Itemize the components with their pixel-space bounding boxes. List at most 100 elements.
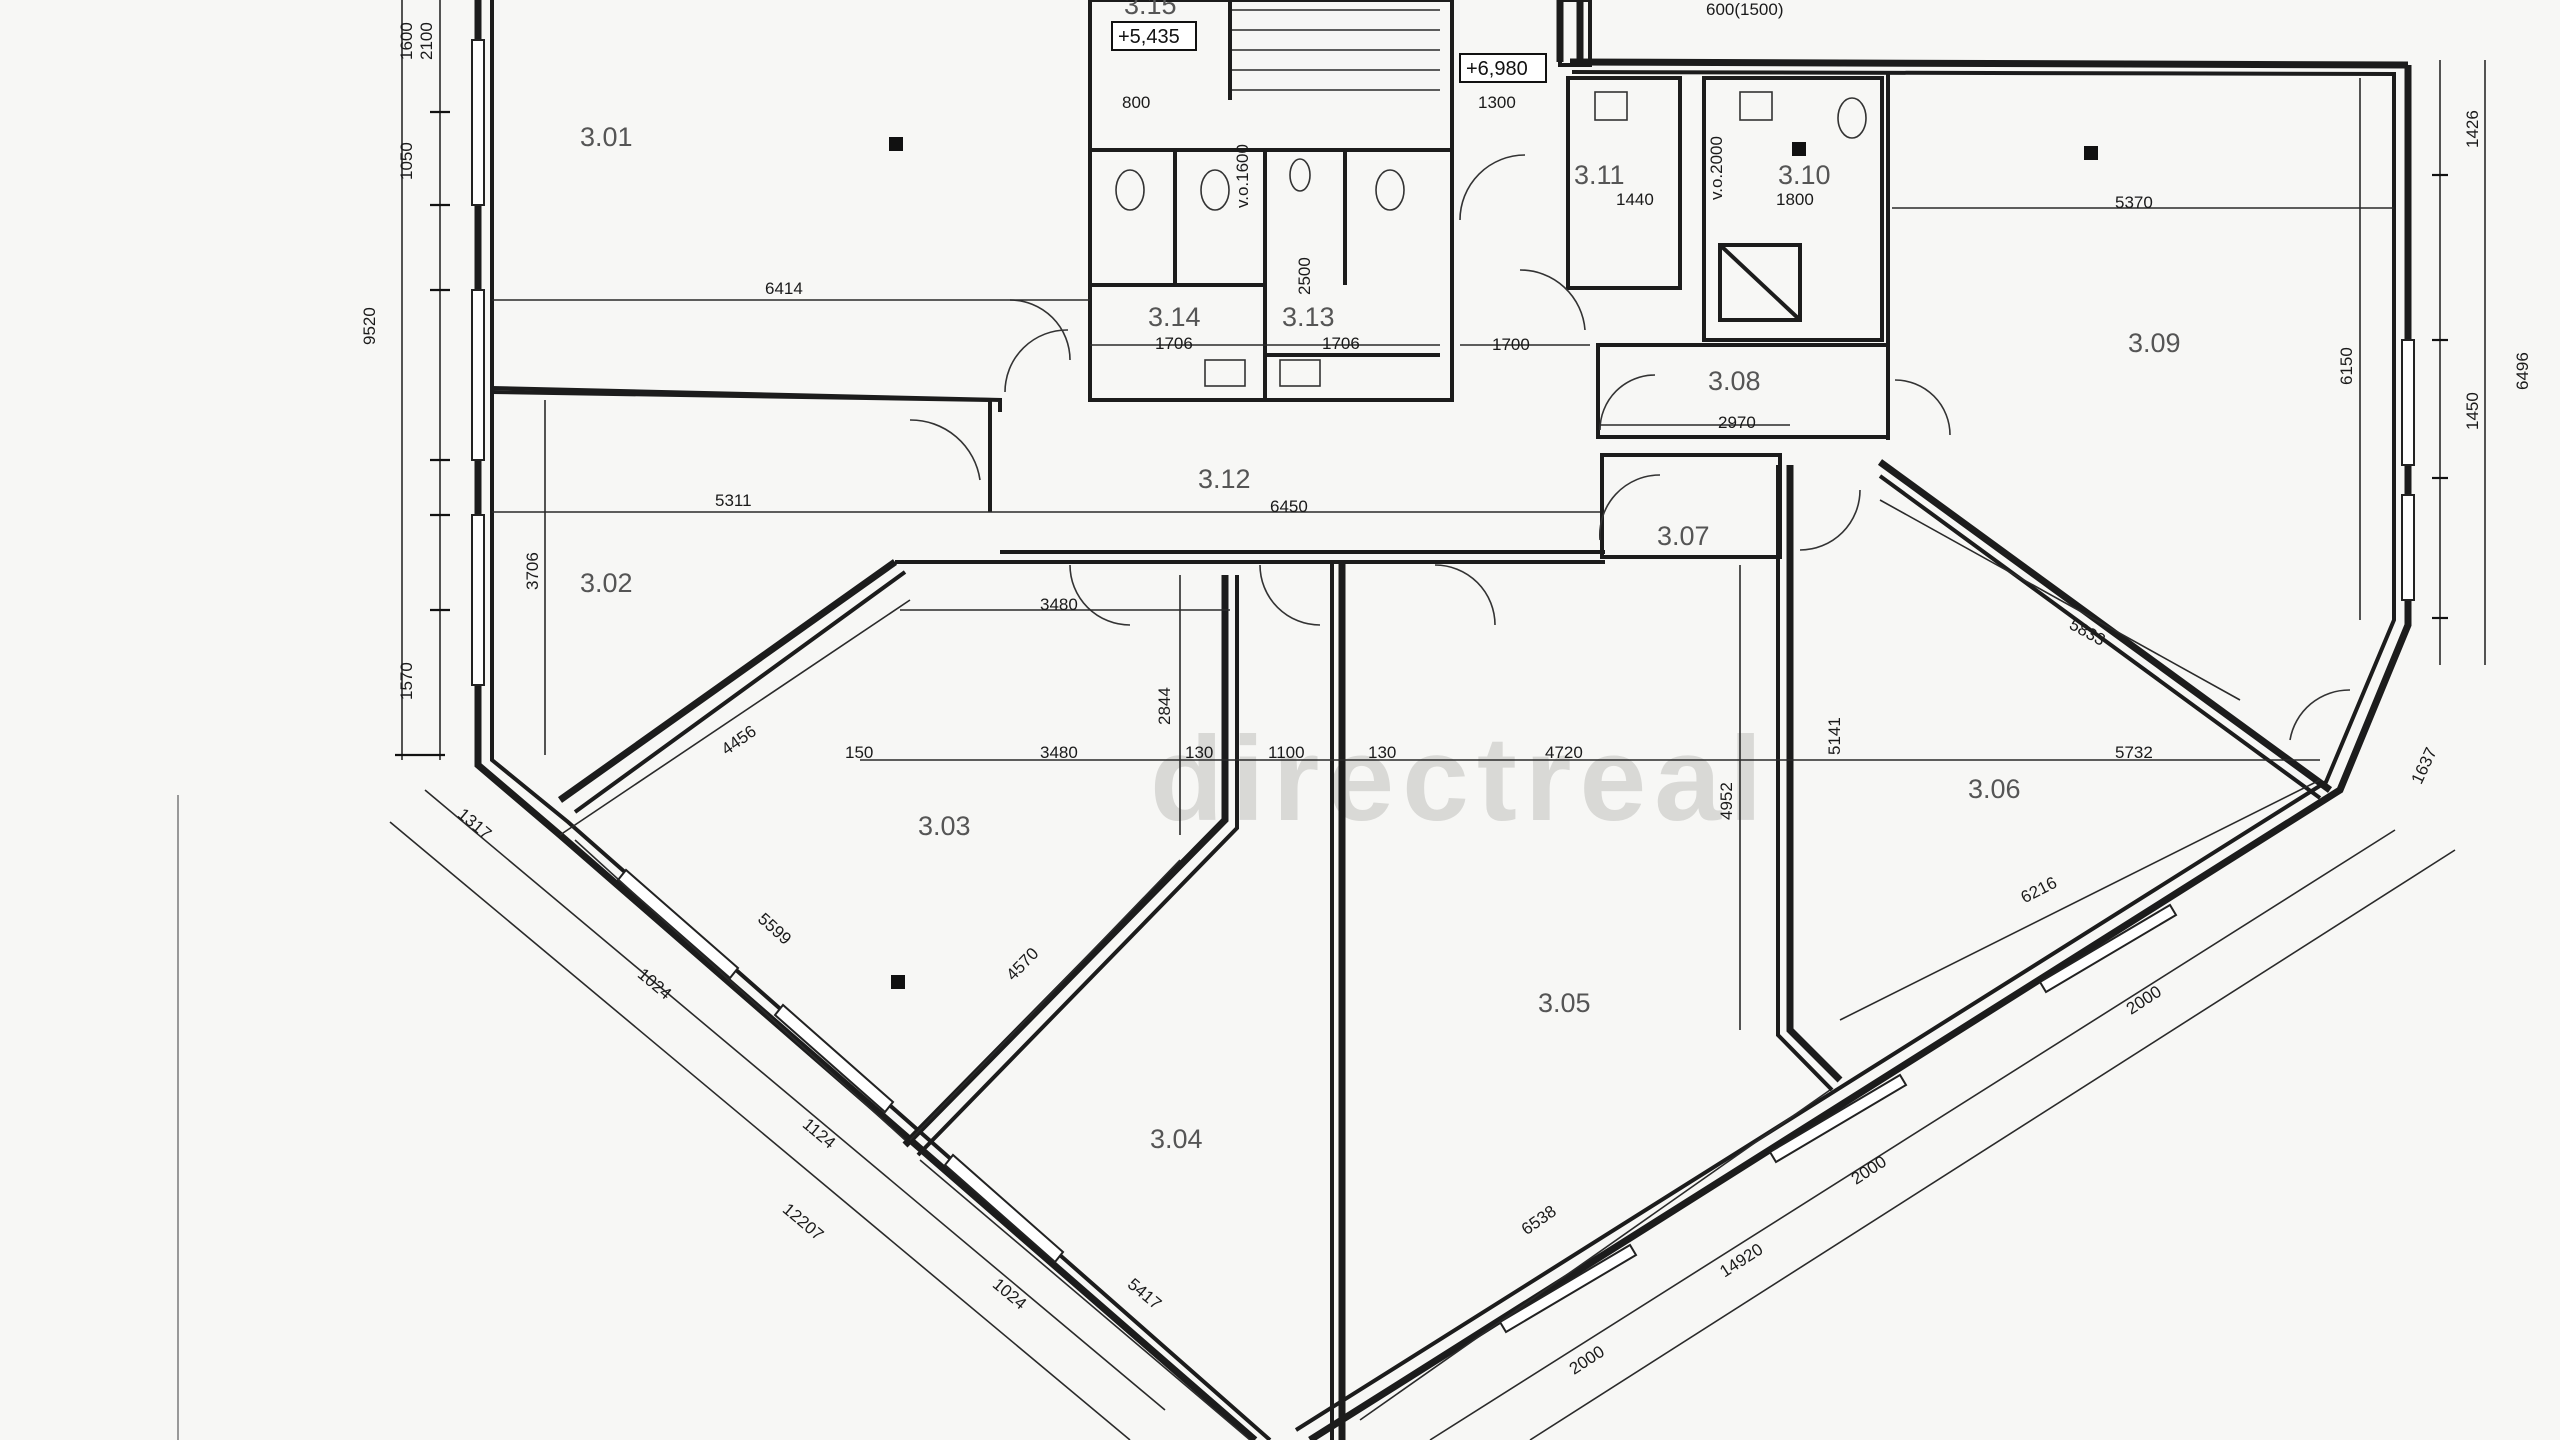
dim-1100: 1100 bbox=[1268, 743, 1305, 762]
dim-800: 800 bbox=[1122, 93, 1150, 112]
level-markers: +5,435 +6,980 bbox=[1111, 21, 1547, 83]
dim-2844: 2844 bbox=[1155, 687, 1174, 725]
door-swing-2 bbox=[909, 419, 981, 481]
urinal bbox=[1289, 158, 1311, 192]
dim-vo2000: v.o.2000 bbox=[1707, 136, 1726, 200]
dim-5599: 5599 bbox=[754, 909, 795, 948]
wall-right-facade-inner bbox=[1294, 72, 2396, 1432]
wall-left-facade bbox=[474, 0, 1258, 1440]
wc-1 bbox=[1115, 169, 1145, 211]
dim-5417: 5417 bbox=[1124, 1274, 1165, 1313]
dimension-lines bbox=[389, 0, 2486, 1440]
dim-2500: 2500 bbox=[1295, 257, 1314, 295]
dim-6450: 6450 bbox=[1270, 497, 1308, 516]
column-301 bbox=[889, 137, 903, 151]
dim-1440: 1440 bbox=[1616, 190, 1654, 209]
dim-6414: 6414 bbox=[765, 279, 803, 298]
shower-tray bbox=[1718, 243, 1802, 322]
dim-4952: 4952 bbox=[1717, 782, 1736, 820]
dim-left-2100: 2100 bbox=[417, 22, 436, 60]
door-swing-13 bbox=[2289, 689, 2351, 741]
wall-304-diag bbox=[902, 575, 1229, 1148]
dim-1706-a: 1706 bbox=[1155, 334, 1193, 353]
dimline-left-diag-2 bbox=[424, 789, 1166, 1411]
dimline-5599 bbox=[574, 839, 906, 1141]
room-label-3-01: 3.01 bbox=[580, 122, 633, 152]
door-swing-5 bbox=[1434, 564, 1496, 626]
dimline-left-diag bbox=[389, 821, 1131, 1440]
door-swing-11 bbox=[1799, 489, 1861, 551]
dimline-4456 bbox=[559, 599, 911, 836]
doors bbox=[909, 154, 2351, 741]
wall-305-306 bbox=[1786, 465, 1843, 1083]
wall-301-bottom bbox=[491, 386, 1002, 412]
dim-left-9520: 9520 bbox=[360, 307, 379, 345]
dim-1800: 1800 bbox=[1776, 190, 1814, 209]
dim-5732: 5732 bbox=[2115, 743, 2153, 762]
room-label-3-15: 3.15 bbox=[1124, 0, 1177, 20]
wc-3 bbox=[1375, 169, 1405, 211]
room-label-3-14: 3.14 bbox=[1148, 302, 1201, 332]
dim-right-1450: 1450 bbox=[2463, 392, 2482, 430]
window-diag-2 bbox=[773, 1003, 895, 1114]
door-swing-7 bbox=[1519, 269, 1586, 331]
wall-top-right-inner bbox=[1571, 70, 2395, 76]
dim-1024-a: 1024 bbox=[634, 964, 675, 1003]
wall-306-top-diag-inner bbox=[1878, 474, 2322, 800]
room-label-3-02: 3.02 bbox=[580, 568, 633, 598]
sink-310 bbox=[1739, 91, 1773, 121]
room-label-3-06: 3.06 bbox=[1968, 774, 2021, 804]
dim-left-1050: 1050 bbox=[397, 142, 416, 180]
wall-305-306-inner bbox=[1776, 465, 1834, 1092]
dim-4720: 4720 bbox=[1545, 743, 1583, 762]
sink-2 bbox=[1279, 359, 1321, 387]
dim-1124: 1124 bbox=[799, 1114, 839, 1152]
dimension-labels: 6414 5311 6450 1700 1706 1706 2970 5370 … bbox=[360, 0, 2532, 1378]
room-label-3-03: 3.03 bbox=[918, 811, 971, 841]
sanitary-fixtures bbox=[1115, 91, 1867, 387]
column-303 bbox=[891, 975, 905, 989]
dim-right-1426: 1426 bbox=[2463, 110, 2482, 148]
door-swing-1 bbox=[1004, 329, 1069, 393]
room-label-3-05: 3.05 bbox=[1538, 988, 1591, 1018]
dim-1706-b: 1706 bbox=[1322, 334, 1360, 353]
dimline-right-diag bbox=[1529, 849, 2456, 1440]
window-left-3 bbox=[471, 514, 485, 686]
dim-3706: 3706 bbox=[523, 552, 542, 590]
wall-302-303-diag bbox=[557, 559, 898, 803]
dim-4570: 4570 bbox=[1002, 944, 1042, 984]
window-right-diag-1 bbox=[2038, 903, 2178, 994]
room-label-3-08: 3.08 bbox=[1708, 366, 1761, 396]
shower-cross-1 bbox=[1718, 243, 1802, 322]
dim-150: 150 bbox=[845, 743, 873, 762]
door-swing-12 bbox=[1009, 299, 1071, 361]
dim-1024-b: 1024 bbox=[989, 1274, 1030, 1313]
window-right-diag-2 bbox=[1768, 1073, 1908, 1164]
wall-302-top bbox=[491, 390, 992, 512]
dim-12207: 12207 bbox=[779, 1199, 827, 1244]
dim-right-2000-b: 2000 bbox=[1848, 1152, 1890, 1189]
dimline-4570 bbox=[909, 859, 1181, 1141]
wall-310 bbox=[1702, 76, 1884, 342]
room-label-3-09: 3.09 bbox=[2128, 328, 2181, 358]
dim-5311: 5311 bbox=[715, 491, 752, 510]
room-label-3-04: 3.04 bbox=[1150, 1124, 1203, 1154]
dim-14920: 14920 bbox=[1716, 1240, 1766, 1282]
wall-311 bbox=[1566, 76, 1682, 290]
dim-1317: 1317 bbox=[454, 804, 495, 843]
dim-3480-a: 3480 bbox=[1040, 595, 1078, 614]
dim-right-1637: 1637 bbox=[2407, 745, 2440, 787]
window-diag-3 bbox=[943, 1153, 1065, 1264]
window-right-2 bbox=[2401, 494, 2415, 601]
watermark-text: directreal bbox=[1150, 712, 1770, 846]
room-label-3-13: 3.13 bbox=[1282, 302, 1335, 332]
wall-top-right bbox=[1569, 58, 2409, 69]
sink-311 bbox=[1594, 91, 1628, 121]
wall-302-303-diag-inner bbox=[573, 570, 907, 814]
room-label-3-07: 3.07 bbox=[1657, 521, 1710, 551]
dimline-6216 bbox=[1839, 779, 2321, 1021]
door-swing-10 bbox=[1894, 379, 1951, 436]
wall-307 bbox=[1600, 453, 1782, 559]
dim-2970: 2970 bbox=[1718, 413, 1756, 432]
